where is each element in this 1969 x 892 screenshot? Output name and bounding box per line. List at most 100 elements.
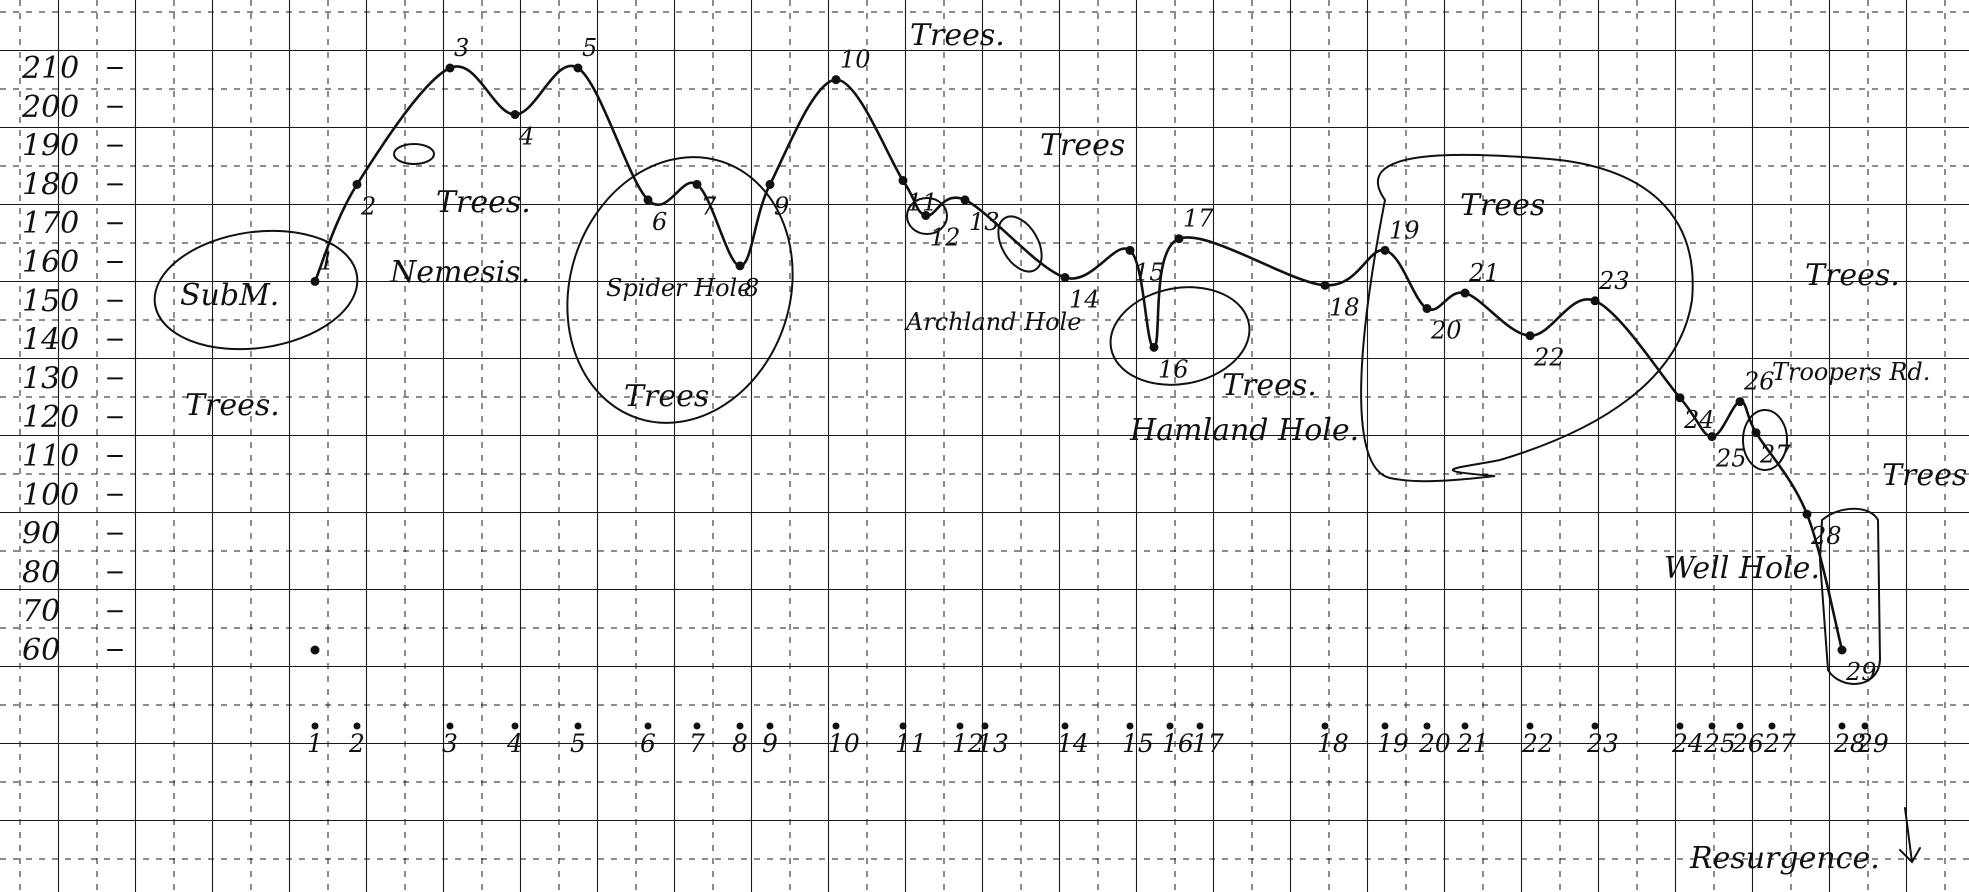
profile-point	[1320, 280, 1330, 290]
y-axis-ticks: 2102001901801701601501401301201101009080…	[21, 51, 123, 668]
profile-point	[1149, 342, 1159, 352]
x-tick-label: 17	[1192, 729, 1224, 758]
x-tick-dot	[1061, 722, 1069, 730]
profile-point	[1837, 645, 1847, 655]
x-tick-dot	[1526, 722, 1534, 730]
profile-point	[1675, 393, 1685, 403]
note-sump: SubM.	[180, 278, 279, 313]
y-tick-label: 200	[21, 90, 79, 125]
circle-archland	[906, 197, 948, 235]
y-tick-label: 150	[22, 284, 79, 319]
x-tick-label: 7	[689, 729, 705, 758]
circle-well-hole	[1818, 507, 1882, 685]
x-tick-dot	[1768, 722, 1776, 730]
note-trees-i: Trees	[1882, 458, 1967, 493]
profile-line	[313, 64, 1844, 652]
x-tick-label: 9	[762, 729, 778, 758]
profile-point	[352, 179, 362, 189]
point-label: 28	[1810, 522, 1842, 550]
point-label: 21	[1468, 259, 1500, 287]
x-tick-label: 8	[732, 729, 748, 758]
x-tick-dot	[1321, 722, 1329, 730]
circle-nemesis	[393, 143, 435, 165]
point-label: 19	[1389, 216, 1420, 244]
profile-point	[643, 195, 653, 205]
note-spider-hole: Spider Hole	[606, 274, 751, 302]
x-tick-label: 3	[442, 729, 458, 758]
point-label: 1	[319, 247, 334, 275]
x-tick-dot	[446, 722, 454, 730]
note-trees-g: Trees	[1460, 188, 1545, 223]
x-tick-dot	[1708, 722, 1716, 730]
x-tick-label: 19	[1377, 729, 1409, 758]
point-label: 2	[360, 192, 376, 220]
profile-point	[510, 110, 520, 120]
note-well-hole: Well Hole.	[1664, 551, 1820, 586]
x-tick-label: 5	[570, 729, 586, 758]
profile-points: 1234567891011121314151617181920212223242…	[310, 34, 1877, 686]
x-tick-dot	[1166, 722, 1174, 730]
point-label: 15	[1134, 258, 1165, 286]
x-tick-label: 10	[828, 729, 860, 758]
x-tick-label: 25	[1703, 729, 1736, 758]
x-tick-dot	[644, 722, 652, 730]
x-tick-label: 22	[1521, 729, 1554, 758]
circle-hamland	[1109, 286, 1251, 386]
x-tick-dot	[736, 722, 744, 730]
note-nemesis: Nemesis.	[389, 255, 530, 290]
y-tick-label: 210	[21, 51, 79, 86]
x-tick-dot	[1736, 722, 1744, 730]
x-tick-label: 28	[1833, 729, 1866, 758]
x-tick-label: 18	[1317, 729, 1349, 758]
profile-point	[445, 63, 455, 73]
point-label: 26	[1743, 368, 1775, 396]
isolated-point	[310, 645, 320, 655]
x-tick-dot	[353, 722, 361, 730]
note-trees-h: Trees.	[1805, 258, 1900, 293]
note-archland: Archland Hole	[904, 308, 1081, 336]
y-tick-label: 180	[22, 167, 79, 202]
profile-point	[898, 176, 908, 186]
x-tick-dot	[832, 722, 840, 730]
x-tick-dot	[1461, 722, 1469, 730]
note-resurgence: Resurgence.	[1689, 841, 1880, 876]
profile-series-line	[313, 64, 1844, 652]
point-label: 29	[1845, 658, 1877, 686]
profile-point	[573, 63, 583, 73]
profile-point	[1125, 245, 1135, 255]
y-tick-label: 60	[22, 633, 60, 668]
x-tick-label: 20	[1418, 729, 1451, 758]
circle-trees-19-23	[1360, 153, 1694, 483]
note-trees-b: Trees.	[436, 185, 531, 220]
x-tick-label: 23	[1586, 729, 1619, 758]
x-tick-dot	[574, 722, 582, 730]
x-tick-label: 24	[1671, 729, 1704, 758]
x-tick-label: 29	[1856, 729, 1889, 758]
note-trees-d: Trees.	[910, 18, 1005, 53]
profile-point	[1751, 428, 1761, 438]
profile-point	[1525, 331, 1535, 341]
y-tick-label: 120	[22, 400, 79, 435]
x-tick-label: 16	[1162, 729, 1194, 758]
profile-point	[1735, 397, 1745, 407]
point-label: 10	[840, 46, 871, 74]
point-label: 3	[454, 34, 469, 62]
x-tick-dot	[1676, 722, 1684, 730]
point-label: 4	[518, 123, 534, 151]
y-tick-label: 110	[22, 439, 79, 474]
x-tick-label: 1	[307, 729, 323, 758]
y-tick-label: 140	[22, 323, 79, 358]
point-label: 12	[930, 223, 961, 251]
profile-point	[1707, 432, 1717, 442]
point-label: 23	[1598, 267, 1630, 295]
note-troopers: Troopers Rd.	[1772, 358, 1930, 386]
x-tick-label: 2	[348, 729, 365, 758]
profile-point	[1060, 273, 1070, 283]
x-tick-dot	[1196, 722, 1204, 730]
x-tick-label: 12	[952, 729, 984, 758]
profile-point	[692, 179, 702, 189]
y-tick-label: 90	[22, 517, 60, 552]
